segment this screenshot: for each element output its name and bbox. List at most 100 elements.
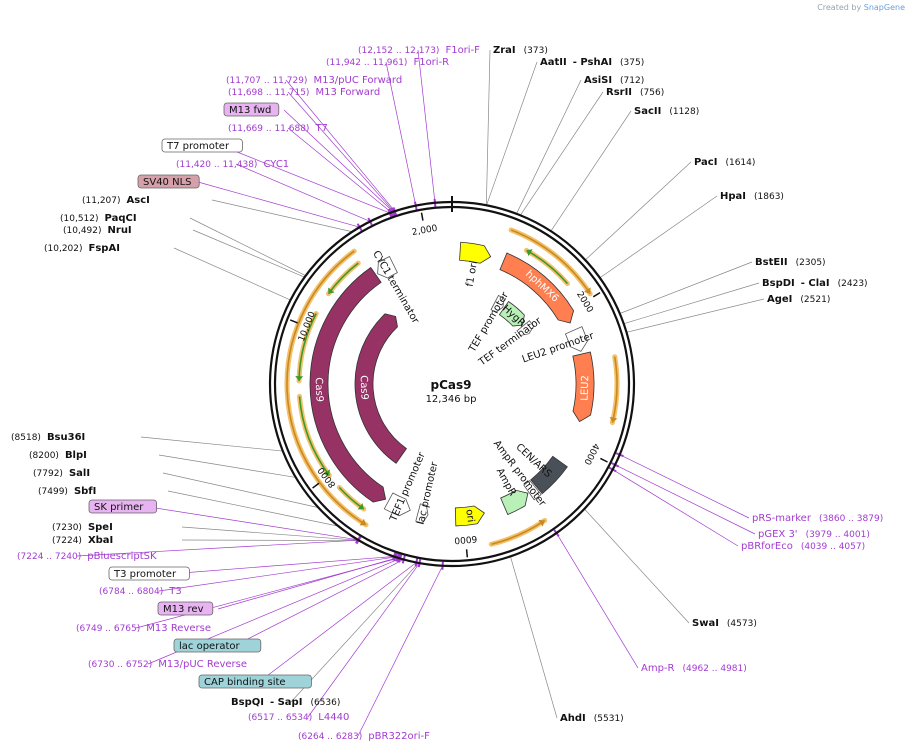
site-agei[interactable]: AgeI(2521): [767, 294, 830, 305]
feature-lac-promoter[interactable]: [415, 503, 429, 524]
primer-line-13: [357, 565, 443, 737]
primer-l4440[interactable]: (6517 .. 6534)L4440: [248, 712, 349, 723]
site-spei[interactable]: (7230)SpeI: [52, 522, 113, 533]
primer-m13-rev[interactable]: M13 rev: [157, 601, 214, 616]
primer-name: pRS-marker: [752, 513, 812, 524]
feature-cyc1-terminator[interactable]: [377, 255, 398, 279]
primer-pbrforeco[interactable]: pBRforEco(4039 .. 4057): [741, 541, 865, 552]
primer-sk-primer[interactable]: SK primer: [88, 499, 157, 514]
primer-line-8: [197, 181, 360, 228]
site-name: XbaI: [88, 535, 113, 546]
site-name-extra: - SapI: [270, 697, 302, 708]
site-line-20: [192, 229, 305, 278]
feature-ori[interactable]: [454, 505, 485, 527]
site-position: (1614): [725, 158, 755, 168]
feature-leu2-promoter[interactable]: [564, 326, 588, 352]
feature-f1-ori[interactable]: [459, 241, 492, 264]
tick-label-12000: 2,000: [411, 224, 438, 238]
site-label: HpaI(1863): [720, 191, 784, 202]
primer-cap-binding-site[interactable]: CAP binding site: [198, 674, 312, 689]
primer-pbluescriptsk[interactable]: (7224 .. 7240)pBluescriptSK: [17, 551, 157, 562]
site-ahdi[interactable]: AhdI(5531): [560, 713, 624, 724]
site-bsu36i[interactable]: (8518)Bsu36I: [11, 432, 85, 443]
orf-line-6: [298, 396, 331, 476]
primer-t7[interactable]: (11,669 .. 11,688)T7: [228, 123, 328, 134]
primer-lac-operator[interactable]: lac operator: [173, 638, 262, 653]
site-name: BlpI: [65, 450, 87, 461]
primer-f1ori-f[interactable]: (12,152 .. 12,173)F1ori-F: [358, 45, 480, 56]
site-sacii[interactable]: SacII(1128): [634, 106, 699, 117]
site-aatii[interactable]: AatII- PshAI(375): [540, 57, 644, 68]
primer-pbr322ori-f[interactable]: (6264 .. 6283)pBR322ori-F: [298, 731, 430, 742]
primer-t7-promoter[interactable]: T7 promoter: [161, 138, 243, 153]
primer-position: (11,698 .. 11,715): [228, 88, 309, 98]
site-paqci[interactable]: (10,512)PaqCI: [60, 213, 137, 224]
site-hpai[interactable]: HpaI(1863): [720, 191, 784, 202]
site-position: (2423): [838, 279, 868, 289]
primer-sv40-nls[interactable]: SV40 NLS: [137, 174, 200, 189]
site-label: (7499)SbfI: [38, 486, 96, 497]
primer-m13-puc-reverse[interactable]: (6730 .. 6752)M13/pUC Reverse: [88, 659, 247, 670]
primer-pgex-3[interactable]: pGEX 3'(3979 .. 4001): [758, 529, 870, 540]
site-fspai[interactable]: (10,202)FspAI: [44, 243, 120, 254]
site-line-5: [585, 161, 692, 261]
feature-ampr[interactable]: [500, 489, 529, 516]
feature-hphmx6[interactable]: [499, 252, 575, 324]
site-rsrii[interactable]: RsrII(756): [606, 87, 664, 98]
site-label: BstEII(2305): [755, 257, 826, 268]
site-blpi[interactable]: (8200)BlpI: [29, 450, 87, 461]
site-name-extra: - PshAI: [573, 57, 612, 68]
site-position: (10,202): [44, 244, 83, 254]
primer-m13-reverse[interactable]: (6749 .. 6765)M13 Reverse: [76, 623, 211, 634]
site-sbfi[interactable]: (7499)SbfI: [38, 486, 96, 497]
primer-position: (3860 .. 3879): [819, 514, 883, 524]
primer-label: pRS-marker (3860 .. 3879): [752, 513, 883, 524]
feature-tef-terminator[interactable]: [516, 320, 535, 336]
primer-prs-marker[interactable]: pRS-marker (3860 .. 3879): [752, 513, 883, 524]
site-name: AsiSI: [584, 75, 612, 86]
primer-line-6: [221, 145, 390, 214]
site-position: (10,512): [60, 214, 99, 224]
primer-m13-forward[interactable]: (11,698 .. 11,715)M13 Forward: [228, 87, 380, 98]
site-position: (2305): [796, 258, 826, 268]
site-paci[interactable]: PacI(1614): [694, 157, 755, 168]
site-line-6: [599, 195, 718, 279]
feature-box-label: M13 fwd: [229, 105, 271, 116]
site-xbai[interactable]: (7224)XbaI: [52, 535, 113, 546]
primer-m13-fwd[interactable]: M13 fwd: [223, 102, 280, 117]
site-position: (756): [640, 88, 664, 98]
feature-cen-ars[interactable]: [530, 455, 568, 495]
primer-cyc1[interactable]: (11,420 .. 11,438)CYC1: [176, 159, 289, 170]
primer-m13-puc-forward[interactable]: (11,707 .. 11,729)M13/pUC Forward: [226, 75, 402, 86]
feature-tef1-promoter[interactable]: [383, 492, 411, 517]
feature-cas9-inner[interactable]: [354, 313, 408, 464]
site-zrai[interactable]: ZraI(373): [493, 45, 548, 56]
feature-cas9[interactable]: [309, 266, 387, 503]
feature-leu2[interactable]: [572, 351, 595, 423]
site-name: BspDI: [762, 278, 795, 289]
site-nrui[interactable]: (10,492)NruI: [63, 225, 132, 236]
site-asisi[interactable]: AsiSI(712): [584, 75, 644, 86]
primer-name: T7: [314, 123, 327, 134]
primer-f1ori-r[interactable]: (11,942 .. 11,961)F1ori-R: [326, 57, 449, 68]
primer-amp-r[interactable]: Amp-R(4962 .. 4981): [641, 663, 747, 674]
primer-position: (11,707 .. 11,729): [226, 76, 307, 86]
primer-name: pBRforEco: [741, 541, 793, 552]
feature-hygr[interactable]: [498, 300, 525, 327]
feature-ampr-promoter[interactable]: [523, 479, 542, 501]
site-bsteii[interactable]: BstEII(2305): [755, 257, 826, 268]
feature-label-leu2: LEU2: [580, 375, 592, 401]
site-bspqi[interactable]: BspQI- SapI(6536): [231, 697, 340, 708]
site-asci[interactable]: (11,207)AscI: [82, 195, 150, 206]
site-bspdi[interactable]: BspDI- ClaI(2423): [762, 278, 868, 289]
primer-t3-promoter[interactable]: T3 promoter: [108, 566, 190, 581]
site-name: Bsu36I: [47, 432, 85, 443]
primer-t3[interactable]: (6784 .. 6804)T3: [99, 586, 182, 597]
feature-tef-promoter[interactable]: [490, 294, 505, 313]
orf-arrowhead-4: [526, 249, 533, 257]
site-sali[interactable]: (7792)SalI: [33, 468, 90, 479]
site-line-16: [162, 472, 319, 508]
primer-label: (11,669 .. 11,688)T7: [228, 123, 328, 134]
primer-label: (6264 .. 6283)pBR322ori-F: [298, 731, 430, 742]
site-swai[interactable]: SwaI(4573): [692, 618, 757, 629]
